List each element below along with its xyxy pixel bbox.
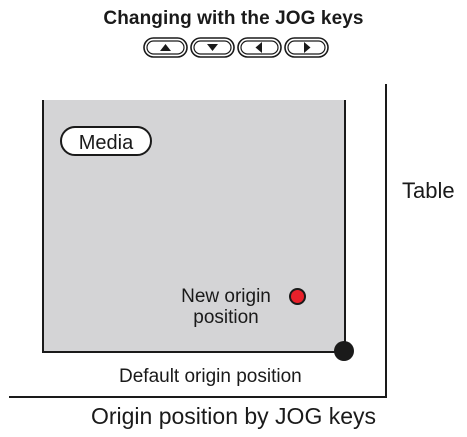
diagram-caption: Origin position by JOG keys (90, 403, 377, 429)
table-label: Table (402, 178, 455, 203)
default-origin-marker (334, 341, 354, 361)
table-outline (9, 84, 387, 398)
diagram-heading: Changing with the JOG keys (103, 8, 364, 29)
default-origin-label: Default origin position (119, 366, 302, 387)
arrow-right-icon (284, 37, 329, 58)
arrow-down-icon (190, 37, 235, 58)
arrow-left-icon (237, 37, 282, 58)
new-origin-label: New origin position (181, 286, 271, 328)
jog-key-row (143, 37, 329, 58)
arrow-up-icon (143, 37, 188, 58)
media-label: Media (60, 126, 152, 156)
new-origin-marker (289, 288, 306, 305)
